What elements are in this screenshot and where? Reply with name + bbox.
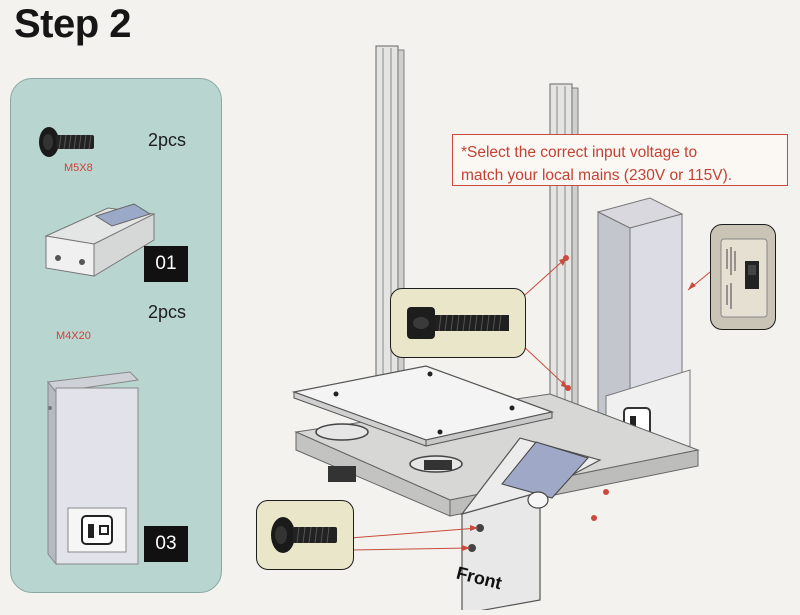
part-number-badge: 03 bbox=[144, 526, 188, 562]
m5x8-screw-icon bbox=[271, 517, 337, 553]
part-quantity: 2pcs bbox=[148, 130, 187, 150]
voltage-selection-note: *Select the correct input voltage to mat… bbox=[452, 134, 788, 186]
voltage-switch-icon bbox=[720, 238, 768, 318]
m5x8-screw-icon bbox=[39, 127, 94, 157]
m4x20-screw-icon bbox=[407, 307, 509, 339]
part-code-m5x8: M5X8 bbox=[64, 162, 93, 174]
m4x20-screw-callout bbox=[390, 288, 526, 358]
note-line-2: match your local mains (230V or 115V). bbox=[461, 167, 733, 184]
voltage-switch-callout bbox=[710, 224, 776, 330]
lcd-bracket-icon bbox=[44, 203, 156, 277]
m5x8-screw-callout bbox=[256, 500, 354, 570]
part-number-badge: 01 bbox=[144, 246, 188, 282]
part-quantity: 2pcs bbox=[148, 302, 187, 322]
power-supply-icon bbox=[47, 371, 140, 566]
note-line-1: *Select the correct input voltage to bbox=[461, 144, 698, 161]
part-code-m4x20: M4X20 bbox=[56, 330, 91, 342]
step-title: Step 2 bbox=[14, 2, 132, 46]
